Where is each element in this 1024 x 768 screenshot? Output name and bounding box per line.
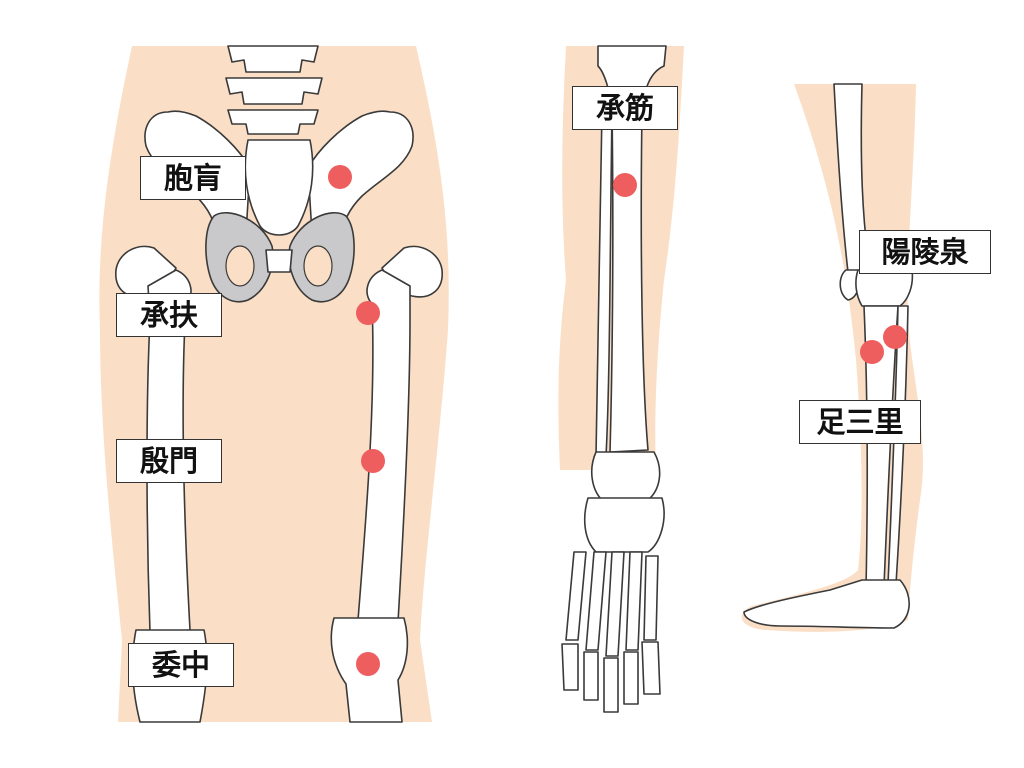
label-ichu: 委中 (128, 643, 234, 687)
vertebra (227, 109, 319, 135)
metatarsal (585, 551, 607, 651)
label-shofu: 承扶 (116, 293, 222, 337)
anterior-lower-leg-panel (558, 45, 684, 713)
acupoints (328, 165, 907, 676)
label-hokou: 胞肓 (140, 156, 246, 200)
ankle (590, 451, 661, 501)
metatarsal (605, 551, 625, 657)
acupoint-ichu (356, 652, 380, 676)
vertebra (225, 77, 323, 105)
sacrum (244, 139, 314, 236)
right-femur (357, 269, 411, 623)
knee-joint (855, 269, 914, 307)
lateral-leg-bones (743, 83, 914, 629)
phalanx (623, 651, 639, 705)
posterior-view-panel (99, 45, 449, 723)
phalanx (583, 651, 599, 701)
lateral-lower-leg-panel (741, 83, 923, 632)
acupoint-shokin (613, 173, 637, 197)
label-ashisanri: 足三里 (799, 400, 921, 444)
label-yoryosen: 陽陵泉 (859, 230, 991, 274)
metatarsal (643, 555, 659, 641)
metatarsal (625, 551, 643, 651)
obturator-foramen (225, 245, 255, 287)
pubic-symphysis (265, 249, 293, 273)
acupoint-ashisanri (860, 340, 884, 364)
metatarsal (565, 551, 587, 641)
phalanx (603, 657, 619, 713)
acupoint-shofu (356, 301, 380, 325)
foot-bones (743, 579, 910, 629)
vertebra (227, 45, 319, 73)
lumbar-spine (225, 45, 323, 135)
label-shokin: 承筋 (572, 86, 678, 130)
label-inmon: 殷門 (116, 439, 222, 483)
right-leg-bones (330, 245, 443, 723)
acupoint-yoryosen (883, 325, 907, 349)
tarsal-bones (583, 497, 665, 553)
phalanx (561, 643, 579, 691)
anterior-leg-bones (561, 45, 667, 713)
phalanx (641, 641, 661, 695)
acupoint-hokou (328, 165, 352, 189)
obturator-foramen (303, 245, 333, 287)
acupoint-inmon (361, 449, 385, 473)
